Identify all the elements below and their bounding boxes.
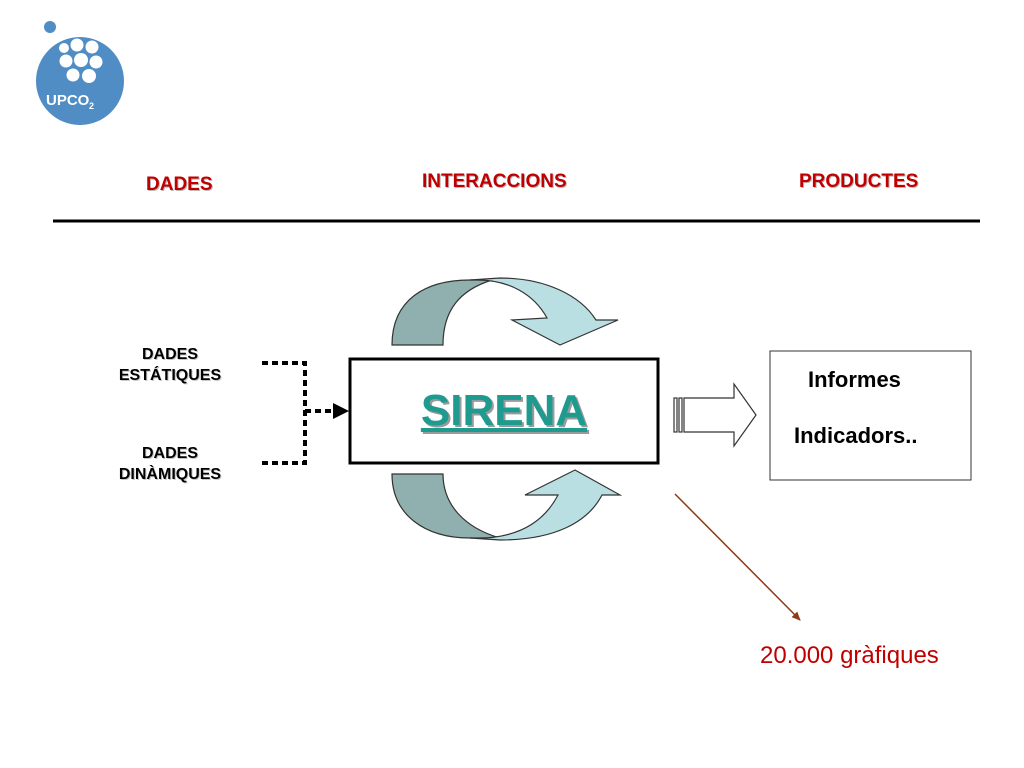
static-data-label: DADES ESTÁTIQUES	[100, 344, 240, 386]
cycle-arrow-bottom	[391, 469, 623, 541]
sirena-box	[348, 357, 660, 465]
static-data-label-line2: ESTÁTIQUES	[118, 367, 222, 384]
input-arrowhead	[333, 403, 349, 419]
dynamic-data-label-line2: DINÀMIQUES	[118, 466, 222, 483]
products-box	[769, 350, 972, 481]
sirena-title: SIRENA	[420, 386, 588, 435]
column-header-dades: DADES	[146, 174, 213, 195]
static-data-label-line1: DADES	[141, 346, 198, 363]
input-dotted-bracket	[262, 361, 333, 465]
dynamic-data-label-line1: DADES	[141, 445, 198, 462]
upco2-logo: UPCO 2	[36, 21, 124, 125]
logo-text: UPCO	[46, 92, 90, 109]
output-informes: Informes	[808, 367, 901, 392]
column-header-productes: PRODUCTES	[799, 171, 919, 192]
output-indicadors: Indicadors..	[794, 423, 918, 448]
logo-subscript: 2	[89, 101, 94, 111]
column-header-interaccions: INTERACCIONS	[422, 171, 567, 192]
graphics-count-note: 20.000 gràfiques	[760, 642, 939, 669]
cycle-arrow-top	[391, 277, 619, 346]
dynamic-data-label: DADES DINÀMIQUES	[100, 443, 240, 485]
note-pointer-line	[674, 493, 801, 621]
output-block-arrow	[673, 382, 757, 448]
